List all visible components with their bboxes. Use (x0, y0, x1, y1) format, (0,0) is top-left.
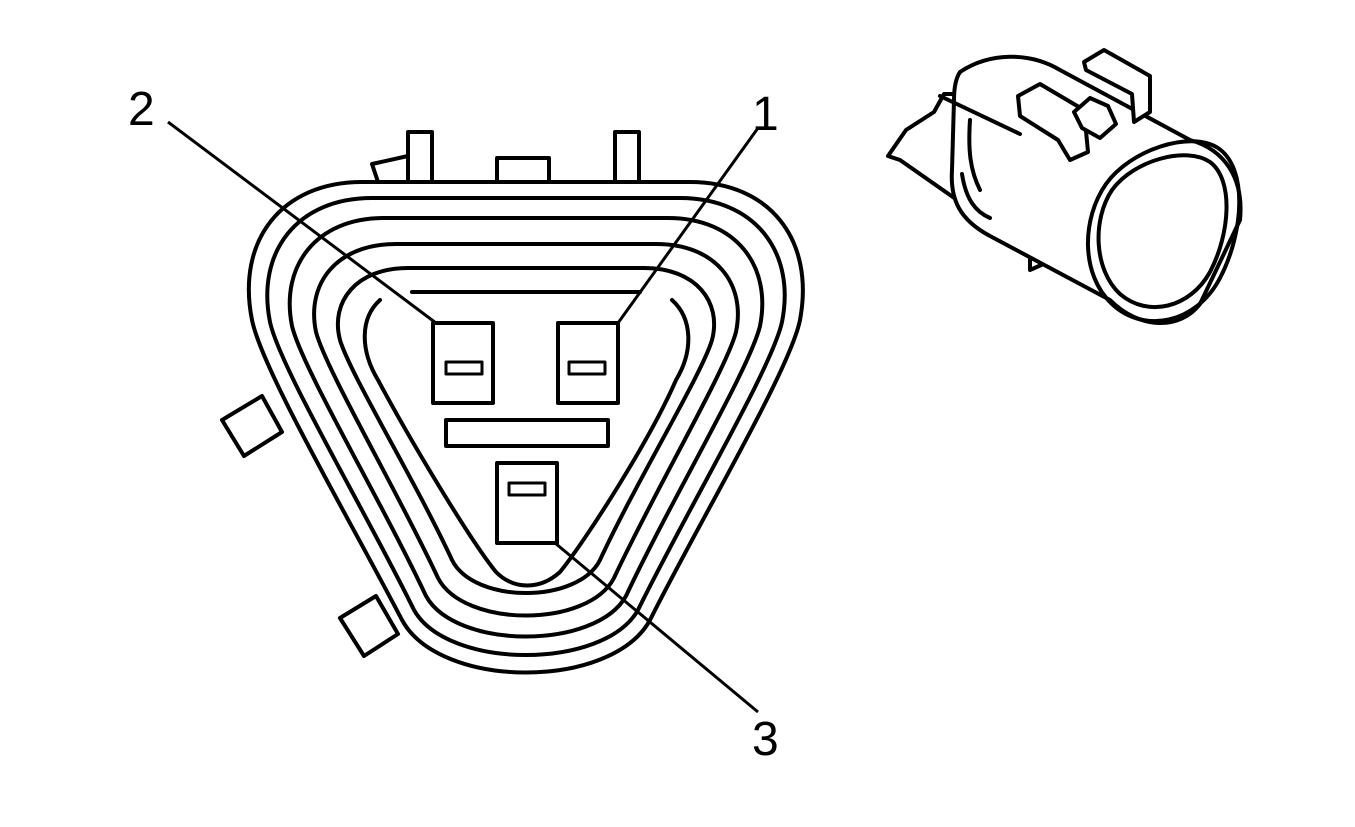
connector-mating-face-outer (1086, 139, 1242, 324)
connector-body (949, 54, 1243, 325)
seal-ring-4 (335, 266, 717, 595)
connector-mating-face-inner (1096, 153, 1229, 309)
connector-body-detail (938, 94, 1022, 220)
top-tab-left (406, 130, 434, 186)
seal-ring-3 (312, 242, 740, 618)
seal-ring-1 (265, 196, 787, 657)
connector-lock-boss (1072, 96, 1118, 140)
side-tab-upper (220, 394, 284, 458)
top-tabs (370, 130, 641, 190)
seal-ring-5 (362, 290, 691, 588)
keying-rib (444, 418, 610, 448)
terminal-cavity-3 (495, 461, 559, 545)
leader-line-2 (167, 120, 437, 325)
side-tab-lower (338, 594, 400, 658)
connector-lock-lever (1016, 82, 1090, 162)
callout-3: 3 (752, 713, 779, 766)
seal-ring-2 (287, 216, 765, 639)
leader-line-1 (616, 127, 760, 324)
top-tab-right (613, 130, 641, 186)
terminal-cavity-1 (556, 321, 620, 405)
terminal-cavity-2 (431, 321, 495, 405)
connector-isometric (886, 48, 1243, 325)
leader-line-3 (554, 541, 759, 714)
callout-1: 1 (752, 88, 779, 141)
connector-lock-tab-right (1082, 48, 1152, 124)
callout-2: 2 (128, 83, 155, 136)
connector-face (220, 130, 805, 675)
